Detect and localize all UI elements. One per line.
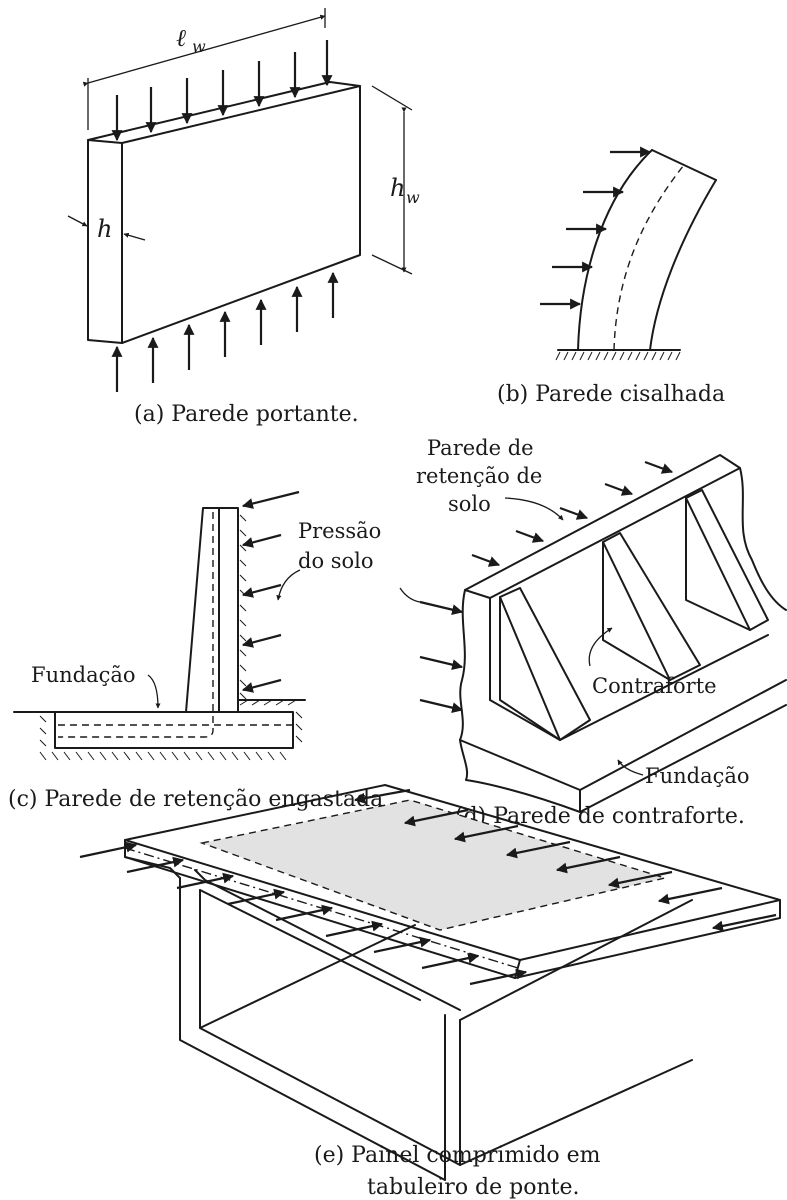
girder-web-far xyxy=(459,899,693,1021)
panel-d-counterfort-wall: Parede de retenção de solo Contraforte F… xyxy=(399,436,787,829)
deck-arrows-near xyxy=(79,841,528,986)
height-extension-top xyxy=(371,85,413,111)
foundation-d-leader xyxy=(617,759,644,776)
thickness-symbol: h xyxy=(97,215,112,243)
shear-wall-centerline xyxy=(613,164,685,351)
panel-a-caption: (a) Parede portante. xyxy=(134,402,359,427)
thickness-arrow-left xyxy=(67,215,88,227)
panel-e-caption-line1: (e) Painel comprimido em xyxy=(314,1143,601,1168)
shear-wall-top-edge xyxy=(651,149,717,181)
girder-bottom-near xyxy=(459,1059,693,1166)
thickness-arrow-right xyxy=(123,232,146,241)
wall-label-leader xyxy=(504,497,564,521)
height-extension-bottom xyxy=(371,254,413,275)
panel-e-caption-line2: tabuleiro de ponte. xyxy=(367,1175,580,1200)
panel-outline xyxy=(199,799,668,931)
footing-outline xyxy=(54,711,294,749)
length-symbol: ℓ xyxy=(176,24,186,52)
foundation-leader xyxy=(147,674,161,709)
panel-d-caption: (d) Parede de contraforte. xyxy=(455,804,745,829)
panel-a-bearing-wall: ℓ w h w xyxy=(67,8,420,427)
deck-arrows-far xyxy=(353,788,777,932)
backfill-hatch xyxy=(39,514,303,761)
buttress-label: Contraforte xyxy=(592,674,717,698)
wall-right-cut xyxy=(739,467,787,611)
pressure-leader xyxy=(399,587,421,603)
stem-rebar xyxy=(58,512,214,738)
wall-label-2: retenção de xyxy=(416,464,542,488)
panel-c-caption: (c) Parede de retenção engastada xyxy=(8,787,383,812)
girder-inner xyxy=(199,889,461,1166)
top-load-arrows xyxy=(111,40,333,142)
girder-outer xyxy=(179,877,446,1181)
length-dimension-line xyxy=(82,14,326,87)
shear-wall-left-edge xyxy=(577,149,653,351)
foundation-label: Fundação xyxy=(31,663,136,687)
bottom-reaction-arrows xyxy=(111,271,339,392)
wall-left-cut xyxy=(459,589,466,741)
compressed-panel xyxy=(202,800,665,930)
wall-top-edge-front xyxy=(87,139,123,144)
soil-pressure-label-2: do solo xyxy=(298,549,374,573)
foundation-bottom-edge xyxy=(459,704,787,813)
counterforts xyxy=(499,489,769,741)
shear-wall-ground-hatch xyxy=(555,351,681,361)
length-subscript: w xyxy=(192,37,206,56)
wall-top-edge-back xyxy=(121,85,361,144)
panel-b-caption: (b) Parede cisalhada xyxy=(497,382,725,407)
shear-wall-lateral-arrows xyxy=(540,146,652,310)
height-symbol: h xyxy=(390,174,405,202)
girder-inner-top xyxy=(199,889,421,1001)
girder-bottom-far xyxy=(199,924,416,1029)
counterfort-pressure-arrows xyxy=(419,460,674,714)
wall-label-3: solo xyxy=(448,492,491,516)
stem-outline xyxy=(185,507,239,713)
soil-pressure-leader xyxy=(276,569,301,601)
shear-wall-right-edge xyxy=(649,179,717,351)
soil-pressure-arrows xyxy=(241,490,300,693)
height-subscript: w xyxy=(406,188,420,207)
wall-outline xyxy=(87,81,361,344)
deck-flange xyxy=(124,856,461,1011)
foundation-d-label: Fundação xyxy=(645,764,750,788)
panel-e-bridge-deck: (e) Painel comprimido em tabuleiro de po… xyxy=(79,784,781,1200)
panel-b-shear-wall: (b) Parede cisalhada xyxy=(497,146,725,407)
wall-label-1: Parede de xyxy=(427,436,534,460)
soil-pressure-label-1: Pressão xyxy=(298,519,381,543)
buttress-leader xyxy=(588,627,613,667)
panel-c-cantilever-wall: Pressão do solo Fundação (c) Parede de r… xyxy=(8,490,383,812)
